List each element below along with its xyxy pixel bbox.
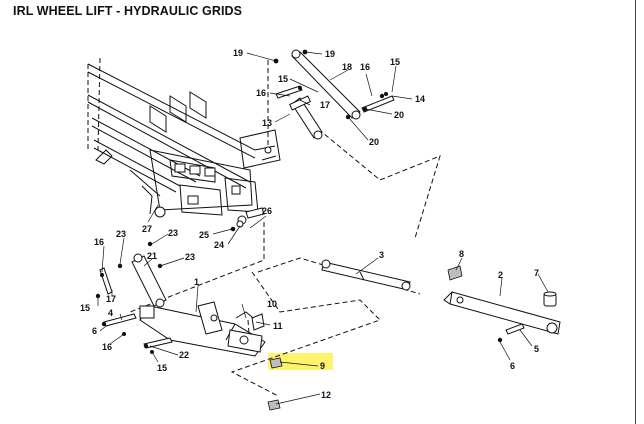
part-23-pin-top (147, 241, 153, 247)
diagram-title: IRL WHEEL LIFT - HYDRAULIC GRIDS (13, 4, 243, 18)
part-3-cylinder (321, 259, 411, 291)
part-24-washer (230, 226, 236, 232)
callout-5: 5 (534, 344, 539, 354)
callout-3: 3 (379, 250, 384, 260)
part-14-pin (361, 92, 395, 113)
callout-15-right: 15 (390, 57, 400, 67)
callout-23-right: 23 (185, 252, 195, 262)
callout-26: 26 (262, 206, 272, 216)
callout-6-left: 6 (92, 326, 97, 336)
callout-1: 1 (194, 277, 199, 287)
callout-15-left: 15 (80, 303, 90, 313)
part-18-link-arm (291, 49, 361, 120)
callout-27: 27 (142, 224, 152, 234)
callout-11: 11 (273, 321, 283, 331)
part-1-crossbar (139, 301, 266, 357)
part-8-plate (447, 265, 463, 281)
callout-7: 7 (534, 268, 539, 278)
callout-17-left: 17 (106, 294, 116, 304)
part-9-clip (269, 357, 283, 369)
callout-23-left: 23 (116, 229, 126, 239)
callout-15-upper: 15 (278, 74, 288, 84)
part-22-pin (143, 337, 173, 349)
part-12-plate (267, 399, 281, 411)
callout-2: 2 (498, 270, 503, 280)
leader-lines (97, 51, 549, 405)
part-26-bracket (245, 207, 265, 219)
callout-19-left: 19 (233, 48, 243, 58)
callout-18: 18 (342, 62, 352, 72)
callout-25: 25 (199, 230, 209, 240)
part-23-pin-left (117, 263, 123, 269)
callout-16-lower: 16 (102, 342, 112, 352)
callout-9: 9 (320, 361, 325, 371)
truck-frame (87, 57, 281, 225)
callout-23-top: 23 (168, 228, 178, 238)
callout-19-right: 19 (325, 49, 335, 59)
part-13-cylinder (289, 95, 323, 140)
page-border (635, 0, 636, 424)
callout-6-right: 6 (510, 361, 515, 371)
part-10-block (251, 313, 265, 331)
part-21-cylinder (131, 253, 167, 308)
part-6-fastener-right (497, 337, 503, 343)
callout-14: 14 (415, 94, 425, 104)
callout-16-right: 16 (360, 62, 370, 72)
callout-10: 10 (267, 299, 277, 309)
callout-8: 8 (459, 249, 464, 259)
callout-20-lower: 20 (369, 137, 379, 147)
part-7-cap (543, 291, 557, 307)
part-5-pin (505, 323, 525, 335)
callout-13: 13 (262, 118, 272, 128)
part-6-pin-left (101, 313, 137, 327)
assembly-guide-lines (129, 60, 441, 397)
callout-15-lower: 15 (157, 363, 167, 373)
part-25-bolt (236, 220, 244, 228)
callout-17-upper: 17 (320, 100, 330, 110)
callout-21: 21 (147, 251, 157, 261)
callout-16-left: 16 (94, 237, 104, 247)
callout-22: 22 (179, 350, 189, 360)
callout-12: 12 (321, 390, 331, 400)
part-2-arm (443, 291, 561, 335)
callout-20-upper: 20 (394, 110, 404, 120)
callout-16-upper: 16 (256, 88, 266, 98)
callout-labels: 19 19 15 18 16 17 13 16 15 14 20 20 27 2… (80, 48, 539, 400)
callout-24: 24 (214, 240, 224, 250)
callout-4: 4 (108, 308, 113, 318)
